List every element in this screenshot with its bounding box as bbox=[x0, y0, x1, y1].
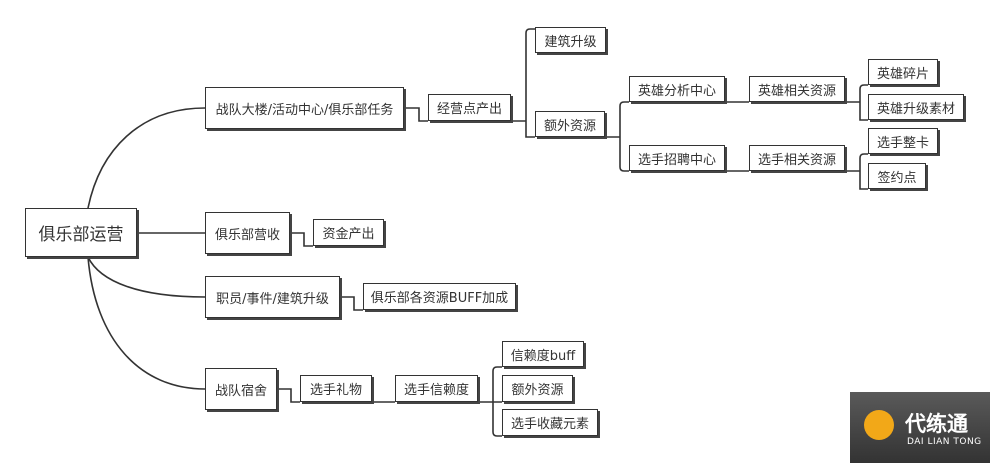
node-extra-resources[interactable]: 额外资源 bbox=[535, 111, 605, 137]
connector-root-building bbox=[87, 107, 206, 209]
connector bbox=[845, 153, 868, 190]
connector-root-dorm bbox=[87, 256, 206, 390]
connector bbox=[725, 101, 749, 172]
node-trust-buff[interactable]: 信赖度buff bbox=[502, 341, 584, 367]
connector bbox=[605, 101, 629, 172]
node-dorm[interactable]: 战队宿舍 bbox=[205, 368, 277, 410]
logo-emblem-icon bbox=[864, 410, 894, 440]
node-player-gift[interactable]: 选手礼物 bbox=[300, 375, 372, 402]
node-recruit-center[interactable]: 选手招聘中心 bbox=[629, 145, 725, 171]
connector bbox=[845, 84, 868, 121]
connector bbox=[511, 28, 535, 138]
connector bbox=[290, 232, 313, 247]
node-revenue[interactable]: 俱乐部营收 bbox=[205, 212, 290, 254]
node-player-card[interactable]: 选手整卡 bbox=[868, 128, 938, 154]
node-hero-center[interactable]: 英雄分析中心 bbox=[629, 76, 725, 102]
node-sign-point[interactable]: 签约点 bbox=[868, 163, 926, 189]
connector-root-staff bbox=[87, 256, 206, 298]
node-operation-output[interactable]: 经营点产出 bbox=[428, 94, 511, 121]
node-building-upgrade[interactable]: 建筑升级 bbox=[535, 27, 606, 53]
connector bbox=[340, 296, 363, 311]
connector bbox=[277, 366, 502, 437]
node-hero-fragments[interactable]: 英雄碎片 bbox=[868, 59, 938, 85]
node-funds-output[interactable]: 资金产出 bbox=[313, 219, 384, 246]
node-player-trust[interactable]: 选手信赖度 bbox=[395, 375, 478, 402]
root-node[interactable]: 俱乐部运营 bbox=[25, 208, 137, 257]
connector bbox=[404, 107, 428, 122]
node-buff-bonus[interactable]: 俱乐部各资源BUFF加成 bbox=[363, 283, 516, 310]
node-dorm-extra[interactable]: 额外资源 bbox=[502, 375, 573, 402]
node-collect-elements[interactable]: 选手收藏元素 bbox=[502, 409, 598, 436]
logo-text: 代练通 bbox=[905, 412, 968, 436]
node-hero-materials[interactable]: 英雄升级素材 bbox=[868, 94, 964, 120]
node-hero-resources[interactable]: 英雄相关资源 bbox=[749, 76, 845, 102]
logo-subtext: DAI LIAN TONG bbox=[907, 437, 982, 447]
node-staff[interactable]: 职员/事件/建筑升级 bbox=[205, 276, 340, 318]
node-building[interactable]: 战队大楼/活动中心/俱乐部任务 bbox=[205, 87, 404, 129]
node-player-resources[interactable]: 选手相关资源 bbox=[749, 145, 845, 171]
watermark-logo: 代练通 DAI LIAN TONG bbox=[850, 392, 990, 463]
